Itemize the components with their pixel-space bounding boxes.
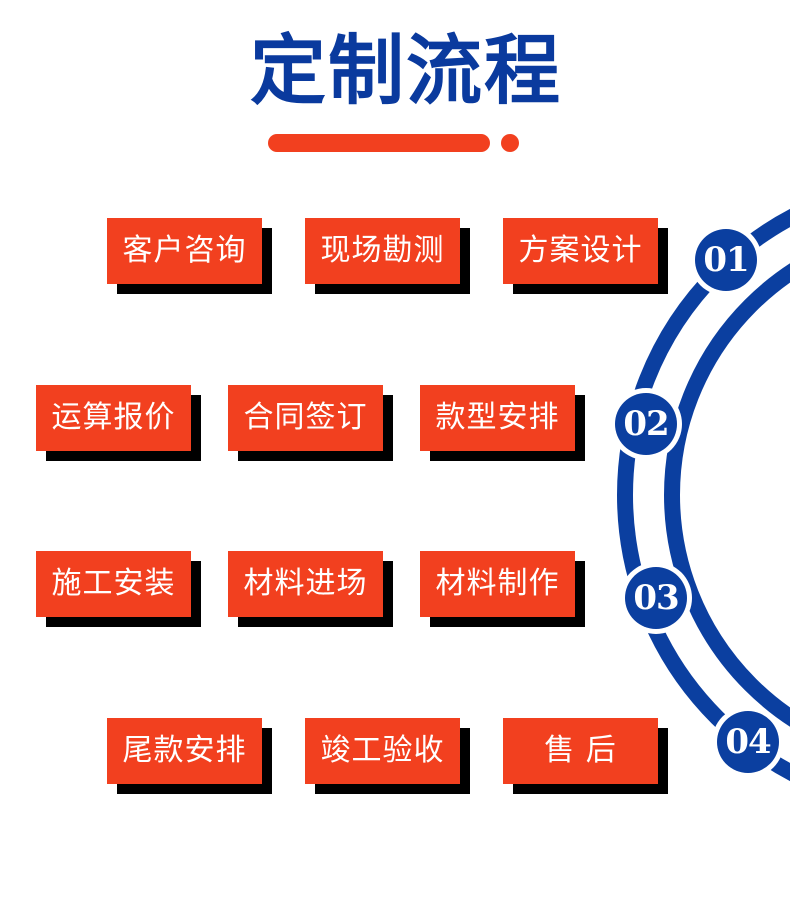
step-number-badge-01: 01: [690, 224, 762, 296]
page-title: 定制流程: [250, 26, 562, 115]
step-label: 材料进场: [228, 551, 383, 617]
inner-ring-arc: [664, 263, 790, 727]
step-label: 竣工验收: [305, 718, 460, 784]
badge-number: 02: [615, 393, 677, 455]
step-final-payment: 尾款安排: [107, 718, 272, 794]
title-underline-bar: [268, 134, 490, 152]
step-label: 施工安装: [36, 551, 191, 617]
step-customer-consultation: 客户咨询: [107, 218, 272, 294]
outer-ring-arc: [617, 209, 790, 781]
badge-number: 04: [717, 711, 779, 773]
step-label: 合同签订: [228, 385, 383, 451]
step-label: 方案设计: [503, 218, 658, 284]
step-label: 现场勘测: [305, 218, 460, 284]
step-after-sales: 售 后: [503, 718, 668, 794]
step-label: 尾款安排: [107, 718, 262, 784]
step-label: 材料制作: [420, 551, 575, 617]
title-underline-dot: [501, 134, 519, 152]
step-number-badge-02: 02: [610, 388, 682, 460]
step-materials-production: 材料制作: [420, 551, 585, 627]
step-installation: 施工安装: [36, 551, 201, 627]
step-completion-acceptance: 竣工验收: [305, 718, 470, 794]
step-quotation: 运算报价: [36, 385, 201, 461]
step-number-badge-03: 03: [620, 562, 692, 634]
step-contract-signing: 合同签订: [228, 385, 393, 461]
step-number-badge-04: 04: [712, 706, 784, 778]
step-label: 款型安排: [420, 385, 575, 451]
step-plan-design: 方案设计: [503, 218, 668, 294]
step-label: 运算报价: [36, 385, 191, 451]
step-label: 售 后: [503, 718, 658, 784]
step-payment-arrangement: 款型安排: [420, 385, 585, 461]
step-label: 客户咨询: [107, 218, 262, 284]
badge-number: 01: [695, 229, 757, 291]
step-materials-delivery: 材料进场: [228, 551, 393, 627]
badge-number: 03: [625, 567, 687, 629]
step-site-survey: 现场勘测: [305, 218, 470, 294]
